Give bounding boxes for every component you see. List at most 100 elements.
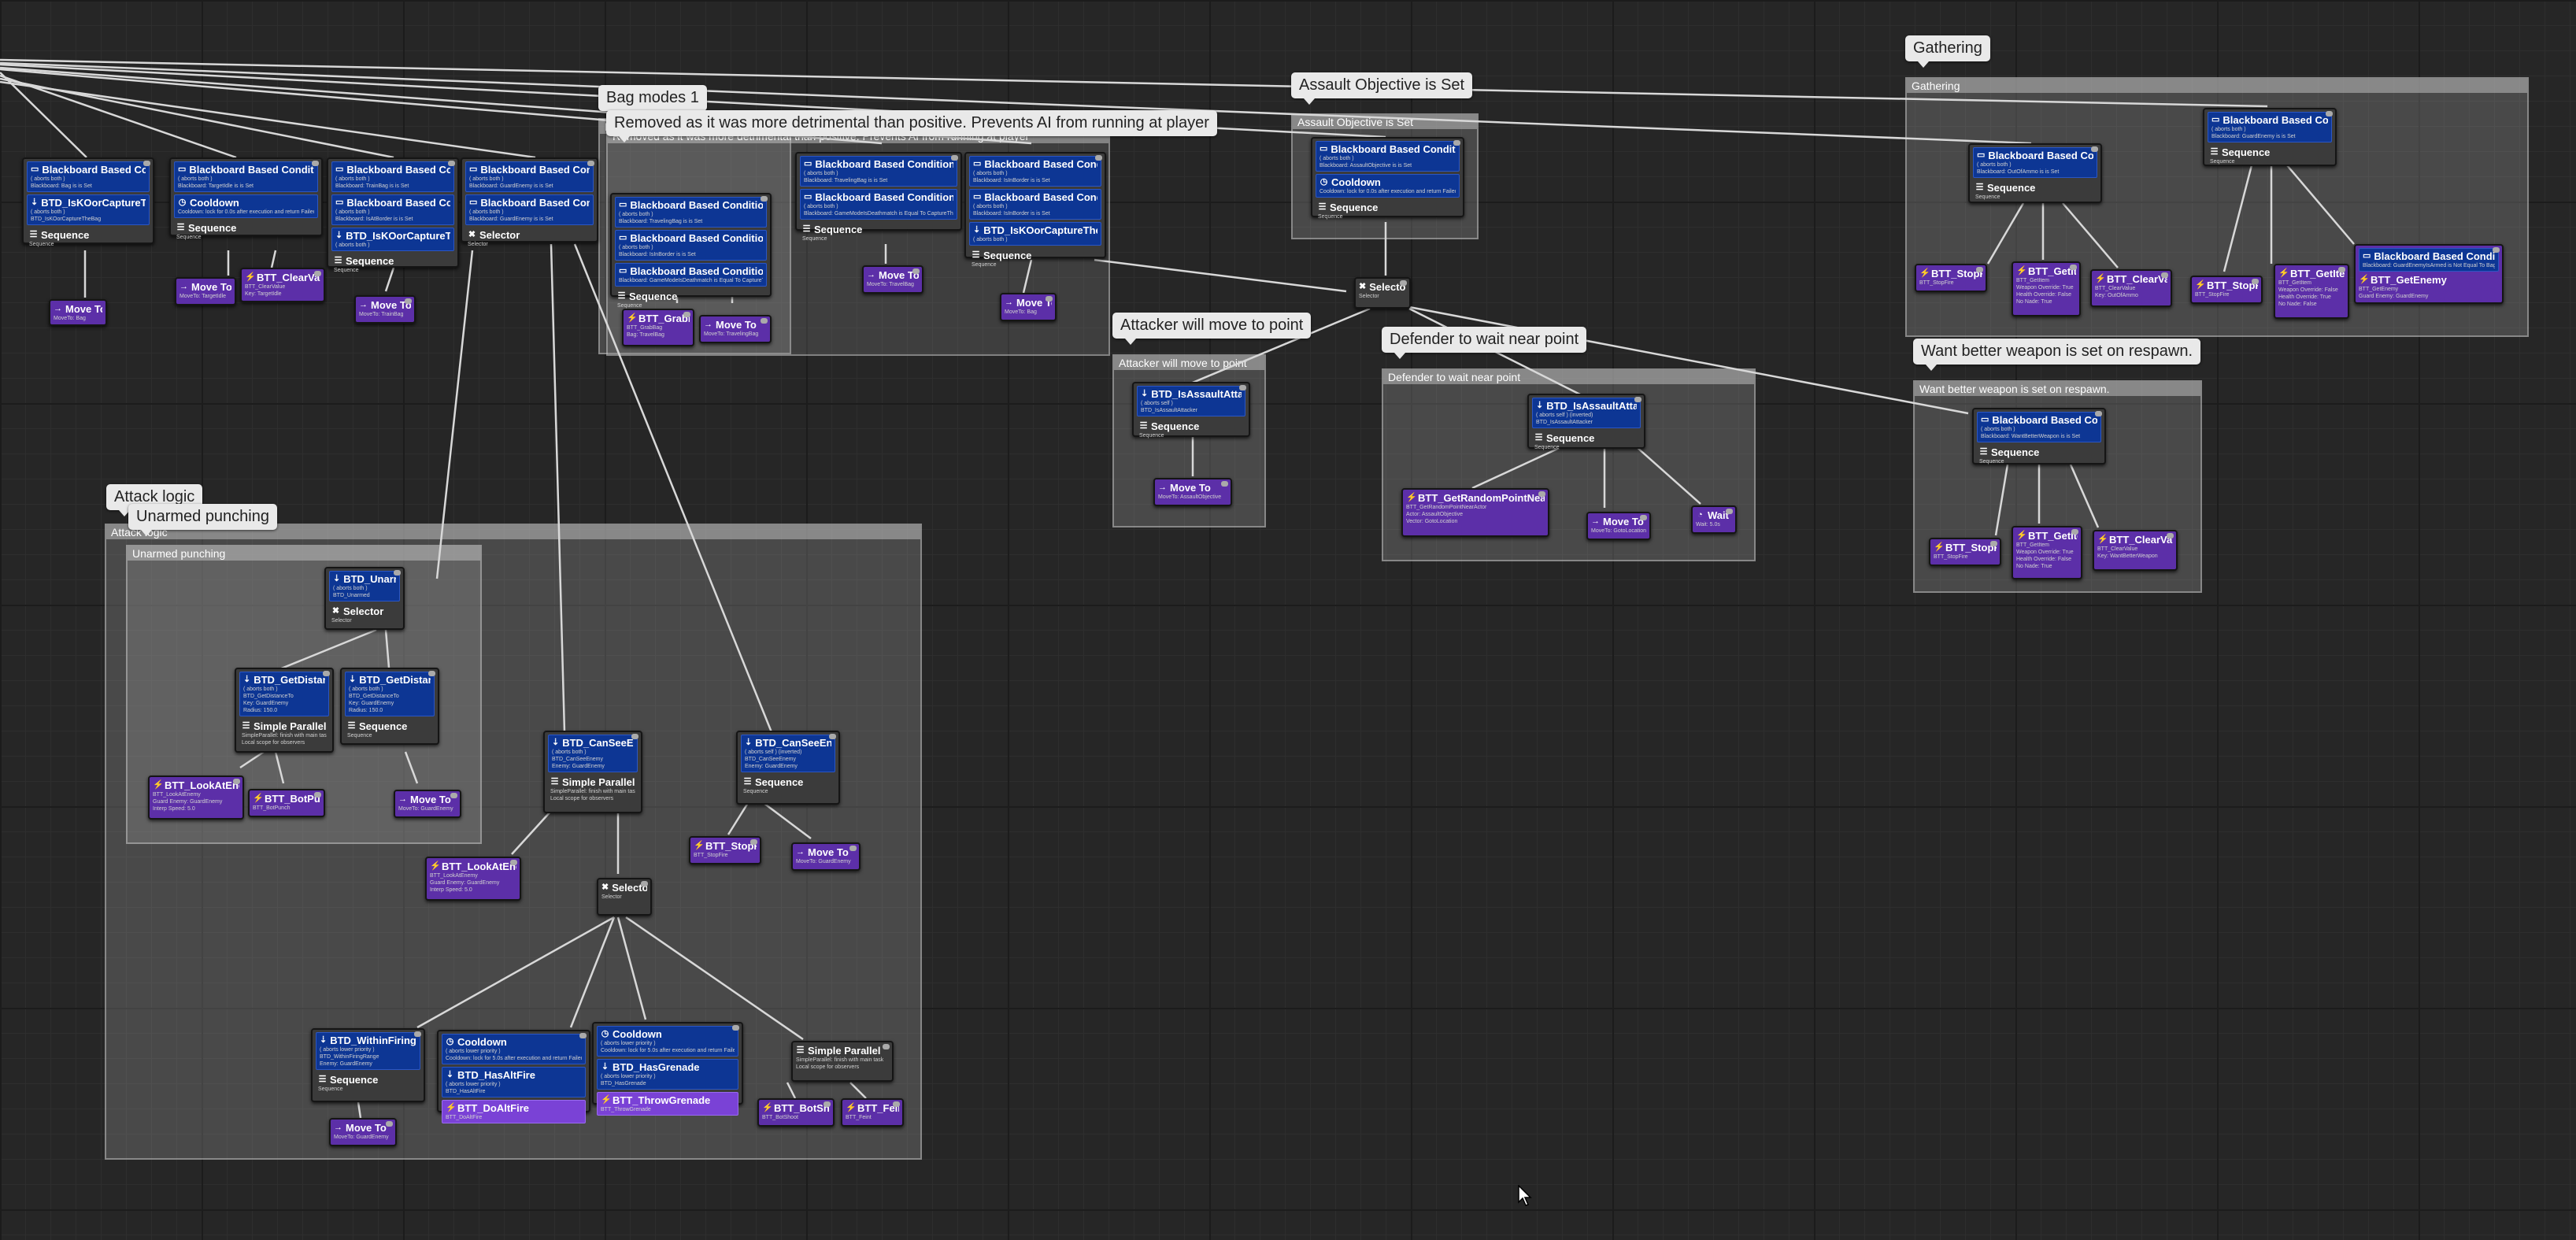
node-pin[interactable] bbox=[1221, 481, 1228, 487]
node-sequence-bag-mode-2[interactable]: ▭Blackboard Based Condition( aborts both… bbox=[795, 152, 962, 242]
decorator-blackboard[interactable]: ▭Blackboard Based Condition( aborts both… bbox=[1973, 147, 2097, 178]
node-pin[interactable] bbox=[1095, 155, 1102, 161]
node-pin[interactable] bbox=[824, 1101, 831, 1107]
decorator-blackboard[interactable]: ▭Blackboard Based Condition( aborts both… bbox=[1316, 141, 1460, 172]
node-pin[interactable] bbox=[314, 271, 321, 276]
node-pin[interactable] bbox=[2095, 411, 2102, 416]
comment-bubble-bag-modes[interactable]: Bag modes 1 bbox=[598, 85, 707, 117]
node-parallel-can-see-enemy[interactable]: ⇣BTD_CanSeeEnemy( aborts both )BTD_CanSe… bbox=[543, 731, 642, 813]
node-pin[interactable] bbox=[951, 155, 958, 161]
comment-bubble-want-weapon[interactable]: Want better weapon is set on respawn. bbox=[1913, 339, 2200, 371]
decorator-within-firing-range[interactable]: ⇣BTD_WithinFiringRange( aborts lower pri… bbox=[316, 1032, 420, 1070]
node-pin[interactable] bbox=[579, 1033, 587, 1038]
node-sequence-defender[interactable]: ⇣BTD_IsAssaultAttacker( aborts self ) (i… bbox=[1527, 394, 1645, 450]
node-pin[interactable] bbox=[1046, 296, 1053, 302]
decorator-blackboard[interactable]: ▭Blackboard Based Condition( aborts both… bbox=[2208, 112, 2332, 143]
node-sequence-train-bag[interactable]: ▭Blackboard Based Condition( aborts both… bbox=[327, 157, 459, 273]
node-pin[interactable] bbox=[829, 734, 836, 739]
node-sequence-assault-objective[interactable]: ▭Blackboard Based Condition( aborts both… bbox=[1311, 137, 1464, 220]
node-pin[interactable] bbox=[750, 839, 757, 845]
node-sequence-bag-ko[interactable]: ▭Blackboard Based Condition( aborts both… bbox=[22, 157, 154, 247]
decorator-unarmed[interactable]: ⇣BTD_Unarmed( aborts both )BTD_Unarmed bbox=[329, 571, 400, 601]
node-pin[interactable] bbox=[2091, 146, 2098, 152]
decorator-blackboard[interactable]: ▭Blackboard Based Condition( aborts both… bbox=[331, 194, 454, 225]
node-pin[interactable] bbox=[2326, 111, 2333, 117]
node-pin[interactable] bbox=[2252, 279, 2259, 284]
node-pin[interactable] bbox=[1538, 491, 1545, 497]
decorator-blackboard[interactable]: ▭Blackboard Based Condition( aborts both… bbox=[331, 161, 454, 192]
node-pin[interactable] bbox=[394, 570, 401, 576]
node-pin[interactable] bbox=[414, 1031, 421, 1037]
node-pin[interactable] bbox=[849, 846, 857, 851]
node-task-alt-fire[interactable]: ◷Cooldown( aborts lower priority )Cooldo… bbox=[437, 1030, 590, 1123]
node-pin[interactable] bbox=[2493, 247, 2500, 253]
node-pin[interactable] bbox=[631, 734, 638, 739]
node-pin[interactable] bbox=[2338, 267, 2345, 272]
decorator-get-distance[interactable]: ⇣BTD_GetDistanceTo( aborts both )BTD_Get… bbox=[239, 672, 329, 716]
node-pin[interactable] bbox=[386, 1121, 393, 1127]
decorator-is-assault-attacker[interactable]: ⇣BTD_IsAssaultAttacker( aborts self )BTD… bbox=[1137, 386, 1245, 416]
node-pin[interactable] bbox=[448, 161, 455, 166]
node-pin[interactable] bbox=[1726, 509, 1733, 514]
node-pin[interactable] bbox=[761, 196, 768, 202]
decorator-is-assault-attacker[interactable]: ⇣BTD_IsAssaultAttacker( aborts self ) (i… bbox=[1532, 398, 1641, 428]
decorator-ko-capture[interactable]: ⇣BTD_IsKOorCaptureTheBag( aborts both ) bbox=[331, 228, 454, 251]
node-sequence-can-see-enemy[interactable]: ⇣BTD_CanSeeEnemy( aborts self ) (inverte… bbox=[736, 731, 840, 805]
node-task-throw-grenade[interactable]: ◷Cooldown( aborts lower priority )Cooldo… bbox=[592, 1022, 743, 1116]
decorator-blackboard[interactable]: ▭Blackboard Based Condition( aborts both… bbox=[174, 161, 318, 192]
node-selector-unarmed[interactable]: ⇣BTD_Unarmed( aborts both )BTD_Unarmed ✖… bbox=[324, 567, 405, 630]
decorator-blackboard[interactable]: ▭Blackboard Based Condition( aborts both… bbox=[969, 156, 1101, 187]
node-pin[interactable] bbox=[405, 298, 412, 304]
node-sequence-out-of-ammo[interactable]: ▭Blackboard Based Condition( aborts both… bbox=[1968, 143, 2102, 203]
node-pin[interactable] bbox=[143, 161, 150, 166]
decorator-get-distance[interactable]: ⇣BTD_GetDistanceTo( aborts both )BTD_Get… bbox=[345, 672, 435, 716]
node-sequence-want-better-weapon[interactable]: ▭Blackboard Based Condition( aborts both… bbox=[1972, 408, 2106, 465]
comment-bubble-defender[interactable]: Defender to wait near point bbox=[1382, 327, 1587, 359]
node-pin[interactable] bbox=[2071, 529, 2078, 535]
decorator-blackboard[interactable]: ▭Blackboard Based Condition( aborts both… bbox=[800, 189, 957, 220]
node-pin[interactable] bbox=[1239, 385, 1246, 391]
node-pin[interactable] bbox=[314, 792, 321, 798]
node-stop-fire-1[interactable]: ⚡BTT_StopFireBTT_StopFire bbox=[1915, 264, 1987, 292]
node-pin[interactable] bbox=[893, 1101, 900, 1107]
node-pin[interactable] bbox=[510, 860, 517, 865]
node-pin[interactable] bbox=[1990, 541, 1997, 546]
node-pin[interactable] bbox=[2161, 272, 2168, 278]
node-selector-guard-enemy[interactable]: ▭Blackboard Based Condition( aborts both… bbox=[461, 157, 598, 247]
node-pin[interactable] bbox=[1400, 280, 1407, 286]
node-sequence-target-idle[interactable]: ▭Blackboard Based Condition( aborts both… bbox=[169, 157, 323, 240]
decorator-blackboard[interactable]: ▭Blackboard Based Condition( aborts both… bbox=[465, 161, 594, 192]
decorator-has-grenade[interactable]: ⇣BTD_HasGrenade( aborts lower priority )… bbox=[597, 1059, 738, 1090]
decorator-can-see-enemy[interactable]: ⇣BTD_CanSeeEnemy( aborts both )BTD_CanSe… bbox=[548, 735, 638, 772]
comment-bubble-unarmed[interactable]: Unarmed punching bbox=[128, 504, 277, 536]
node-pin[interactable] bbox=[323, 671, 330, 676]
node-sequence-get-distance[interactable]: ⇣BTD_GetDistanceTo( aborts both )BTD_Get… bbox=[340, 668, 439, 745]
decorator-can-see-enemy[interactable]: ⇣BTD_CanSeeEnemy( aborts self ) (inverte… bbox=[741, 735, 835, 772]
comment-bubble-assault[interactable]: Assault Objective is Set bbox=[1291, 72, 1473, 105]
node-stop-fire-2[interactable]: ⚡BTT_StopFireBTT_StopFire bbox=[2190, 276, 2263, 304]
decorator-blackboard[interactable]: ▭Blackboard Based Condition( aborts both… bbox=[800, 156, 957, 187]
node-stop-fire-4[interactable]: ⚡BTT_StopFireBTT_StopFire bbox=[689, 836, 761, 864]
node-pin[interactable] bbox=[883, 1044, 890, 1049]
node-pin[interactable] bbox=[641, 881, 648, 887]
node-sequence-within-firing-range[interactable]: ⇣BTD_WithinFiringRange( aborts lower pri… bbox=[311, 1028, 425, 1102]
decorator-blackboard[interactable]: ▭Blackboard Based Condition( aborts both… bbox=[969, 189, 1101, 220]
